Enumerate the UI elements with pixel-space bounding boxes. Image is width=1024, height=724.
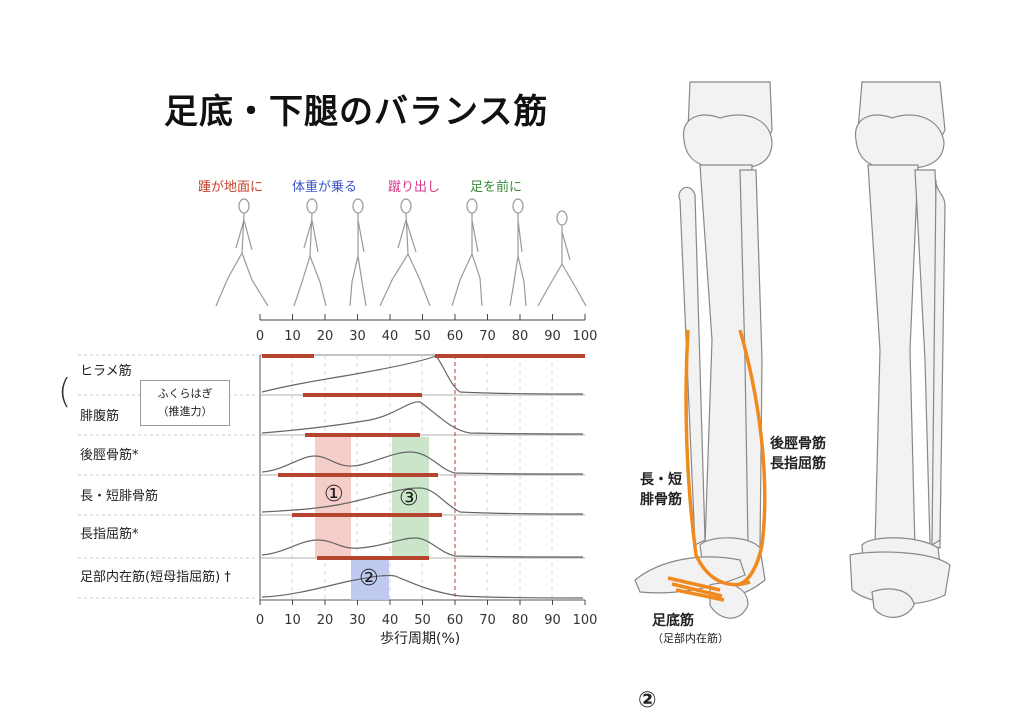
- phase-label-swing: 足を前に: [470, 180, 523, 195]
- bottom-marker: ②: [638, 688, 657, 713]
- bottom-axis-tick-label: 0: [256, 613, 264, 628]
- walking-figure: [537, 210, 587, 307]
- anatomy-label-foot-sub: （足部内在筋）: [652, 632, 729, 645]
- walking-figure: [215, 198, 269, 307]
- bottom-axis-tick-label: 60: [447, 613, 464, 628]
- activity-bar: [278, 473, 438, 477]
- x-axis-label: 歩行周期(%): [380, 631, 461, 647]
- anatomy-label-peroneus: 長・短 腓骨筋: [640, 470, 682, 510]
- peroneus-label-line2: 腓骨筋: [640, 492, 682, 508]
- row-label-gastrocnemius: 腓腹筋: [80, 409, 120, 424]
- emg-curve-foot-intrinsic: [261, 574, 584, 599]
- calf-box-subtitle: （推進力）: [157, 405, 213, 418]
- bottom-axis-tick-label: 70: [479, 613, 496, 628]
- row-label-flexor-digitorum: 長指屈筋*: [80, 527, 139, 542]
- anatomy-label-foot: 足底筋: [652, 613, 694, 629]
- page-title: 足底・下腿のバランス筋: [164, 92, 549, 132]
- row-label-foot-intrinsic: 足部内在筋(短母指屈筋) †: [80, 570, 231, 585]
- top-axis-tick-label: 70: [479, 329, 496, 344]
- tibialis-label-line1: 後脛骨筋: [770, 436, 826, 452]
- top-axis-tick-label: 30: [349, 329, 366, 344]
- activity-bar: [435, 354, 585, 358]
- top-axis-tick-label: 80: [512, 329, 529, 344]
- marker-2: ②: [359, 566, 379, 591]
- anatomy-right-leg: [849, 81, 951, 618]
- walking-figure: [379, 198, 431, 307]
- row-label-peroneus: 長・短腓骨筋: [80, 489, 159, 504]
- bracket-paren: (: [58, 372, 72, 412]
- walking-figure: [509, 198, 527, 307]
- bottom-axis-tick-label: 100: [573, 613, 598, 628]
- marker-3: ③: [399, 486, 419, 511]
- activity-bar: [262, 354, 314, 358]
- top-axis: 0 10 20 30 40 50 60 70 80 90 100: [256, 314, 598, 344]
- emg-curve-peroneus: [261, 487, 584, 515]
- emg-curve-flexor-digitorum: [261, 537, 584, 558]
- emg-curve-tibialis-posterior: [261, 451, 584, 475]
- bottom-axis-tick-label: 20: [317, 613, 334, 628]
- walking-figures: [215, 198, 587, 307]
- emg-curve-soleus: [261, 355, 584, 395]
- top-axis-tick-label: 10: [284, 329, 301, 344]
- bottom-axis-tick-label: 90: [544, 613, 561, 628]
- muscle-peroneus-outline: [684, 329, 751, 587]
- tibialis-label-line2: 長指屈筋: [770, 456, 826, 472]
- top-axis-tick-label: 0: [256, 329, 264, 344]
- calf-box-title: ふくらはぎ: [157, 387, 213, 400]
- bottom-axis-tick-label: 40: [382, 613, 399, 628]
- peroneus-label-line1: 長・短: [640, 472, 682, 488]
- phase-label-push-off: 蹴り出し: [388, 180, 441, 195]
- emg-curve-gastrocnemius: [261, 401, 584, 435]
- muscle-foot-outline: [667, 576, 725, 602]
- top-axis-tick-label: 90: [544, 329, 561, 344]
- calf-annotation-box: ふくらはぎ （推進力）: [140, 380, 230, 426]
- activity-bar: [303, 393, 422, 397]
- top-axis-tick-label: 50: [414, 329, 431, 344]
- top-axis-tick-label: 20: [317, 329, 334, 344]
- top-axis-tick-label: 60: [447, 329, 464, 344]
- muscle-tibialis-outline: [738, 329, 767, 586]
- anatomy-label-tibialis: 後脛骨筋 長指屈筋: [770, 434, 826, 474]
- top-axis-tick-label: 40: [382, 329, 399, 344]
- marker-1: ①: [324, 482, 344, 507]
- activity-bar: [292, 513, 442, 517]
- walking-figure: [293, 198, 327, 307]
- phase-label-heel-strike: 踵が地面に: [198, 180, 264, 195]
- walking-figure: [451, 198, 483, 307]
- row-label-tibialis-posterior: 後脛骨筋*: [80, 448, 139, 463]
- activity-bar: [305, 433, 420, 437]
- bottom-axis-tick-label: 10: [284, 613, 301, 628]
- walking-figure: [349, 198, 367, 307]
- row-label-soleus: ヒラメ筋: [80, 364, 132, 379]
- bottom-axis: 0 10 20 30 40 50 60 70 80 90 100: [256, 600, 598, 628]
- anatomy-left-leg: [634, 81, 773, 619]
- bottom-axis-tick-label: 80: [512, 613, 529, 628]
- phase-label-weight-bearing: 体重が乗る: [292, 180, 358, 195]
- bottom-axis-tick-label: 30: [349, 613, 366, 628]
- bottom-axis-tick-label: 50: [414, 613, 431, 628]
- activity-bar: [317, 556, 429, 560]
- top-axis-tick-label: 100: [573, 329, 598, 344]
